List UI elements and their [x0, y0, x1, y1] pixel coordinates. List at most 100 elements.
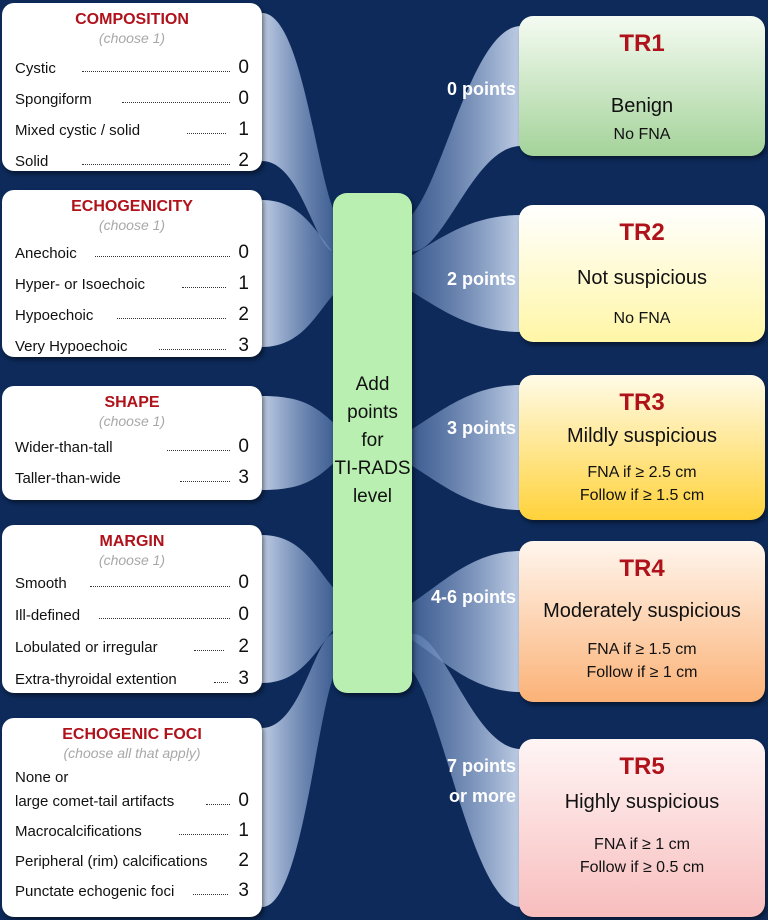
- connector-ray: [405, 551, 521, 692]
- feature-row: Anechoic 0: [15, 240, 249, 264]
- feature-points: 0: [238, 436, 249, 457]
- connector-ray: [405, 215, 521, 332]
- category-subtitle: (choose 1): [98, 413, 166, 429]
- fna-recommendation: Follow if ≥ 1.5 cm: [579, 487, 705, 504]
- feature-label: Mixed cystic / solid: [15, 122, 145, 139]
- category-title: ECHOGENIC FOCI: [62, 726, 202, 743]
- connector-ray: [405, 385, 521, 510]
- category-subtitle: (choose 1): [98, 552, 166, 568]
- center-line: level: [352, 486, 393, 507]
- feature-label: Extra-thyroidal extention: [15, 671, 181, 688]
- feature-label: Cystic: [15, 60, 60, 77]
- feature-row: Taller-than-wide 3: [15, 465, 249, 489]
- dot-leader: [194, 650, 224, 651]
- dot-leader: [180, 481, 230, 482]
- level-code: TR1: [619, 30, 665, 57]
- feature-points: 0: [238, 790, 249, 811]
- center-line: TI-RADS: [334, 458, 411, 479]
- fna-recommendation: Follow if ≥ 1 cm: [586, 664, 698, 681]
- level-code: TR3: [619, 389, 665, 416]
- dot-leader: [122, 102, 230, 103]
- feature-row: Hypoechoic 2: [15, 302, 249, 326]
- feature-points: 1: [238, 273, 249, 294]
- feature-points: 3: [238, 880, 249, 901]
- dot-leader: [82, 71, 230, 72]
- feature-label: Hypoechoic: [15, 307, 98, 324]
- feature-label-line1: None or: [15, 769, 69, 786]
- level-description: Moderately suspicious: [543, 600, 741, 622]
- center-line: points: [347, 402, 398, 423]
- dot-leader: [117, 318, 226, 319]
- level-description: Not suspicious: [576, 267, 708, 289]
- feature-row: Lobulated or irregular 2: [15, 634, 249, 658]
- connector-ray: [262, 633, 340, 907]
- connector-ray: [262, 396, 340, 490]
- points-label: 4-6 points: [430, 587, 516, 607]
- fna-recommendation: FNA if ≥ 1.5 cm: [587, 641, 697, 658]
- dot-leader: [187, 133, 226, 134]
- center-line: for: [361, 430, 384, 451]
- feature-points: 3: [238, 467, 249, 488]
- add-points-box: Add points for TI-RADS level: [333, 193, 412, 693]
- feature-points: 0: [238, 88, 249, 109]
- points-label: 3 points: [446, 418, 516, 438]
- dot-leader: [90, 586, 230, 587]
- feature-points: 0: [238, 604, 249, 625]
- feature-row: Punctate echogenic foci 3: [15, 878, 249, 902]
- category-title: MARGIN: [99, 533, 165, 550]
- fna-recommendation: FNA if ≥ 2.5 cm: [587, 464, 697, 481]
- points-label: or more: [448, 786, 516, 806]
- feature-label: Punctate echogenic foci: [15, 883, 179, 900]
- feature-label: Lobulated or irregular: [15, 639, 162, 656]
- category-card-echogenic-foci: ECHOGENIC FOCI (choose all that apply) Non…: [2, 718, 262, 917]
- feature-label: Very Hypoechoic: [15, 338, 132, 355]
- points-label: 7 points: [446, 756, 516, 776]
- feature-row: Wider-than-tall 0: [15, 434, 249, 458]
- feature-points: 2: [238, 304, 249, 325]
- connector-ray: [405, 633, 521, 907]
- level-description: Highly suspicious: [564, 791, 720, 813]
- category-subtitle: (choose all that apply): [63, 745, 201, 761]
- feature-points: 3: [238, 335, 249, 356]
- feature-points: 0: [238, 242, 249, 263]
- feature-label: Taller-than-wide: [15, 470, 125, 487]
- level-code: TR4: [619, 555, 665, 582]
- feature-label: Spongiform: [15, 91, 96, 108]
- connector-ray: [262, 200, 340, 347]
- dot-leader: [82, 164, 230, 165]
- fna-recommendation: No FNA: [613, 310, 671, 327]
- feature-row: Spongiform 0: [15, 86, 249, 110]
- connector-ray: [262, 535, 340, 683]
- feature-label: Smooth: [15, 575, 71, 592]
- dot-leader: [179, 834, 228, 835]
- dot-leader: [99, 618, 230, 619]
- level-code: TR5: [619, 753, 665, 780]
- feature-label: Peripheral (rim) calcifications: [15, 853, 212, 870]
- dot-leader: [167, 450, 230, 451]
- feature-label: Anechoic: [15, 245, 81, 262]
- category-title: SHAPE: [104, 394, 160, 411]
- feature-label: Wider-than-tall: [15, 439, 117, 456]
- feature-label: Macrocalcifications: [15, 823, 146, 840]
- fna-recommendation: Follow if ≥ 0.5 cm: [579, 859, 705, 876]
- points-label: 2 points: [446, 269, 516, 289]
- dot-leader: [159, 349, 226, 350]
- category-subtitle: (choose 1): [98, 30, 166, 46]
- feature-points: 2: [238, 636, 249, 657]
- dot-leader: [214, 682, 228, 683]
- feature-points: 1: [238, 119, 249, 140]
